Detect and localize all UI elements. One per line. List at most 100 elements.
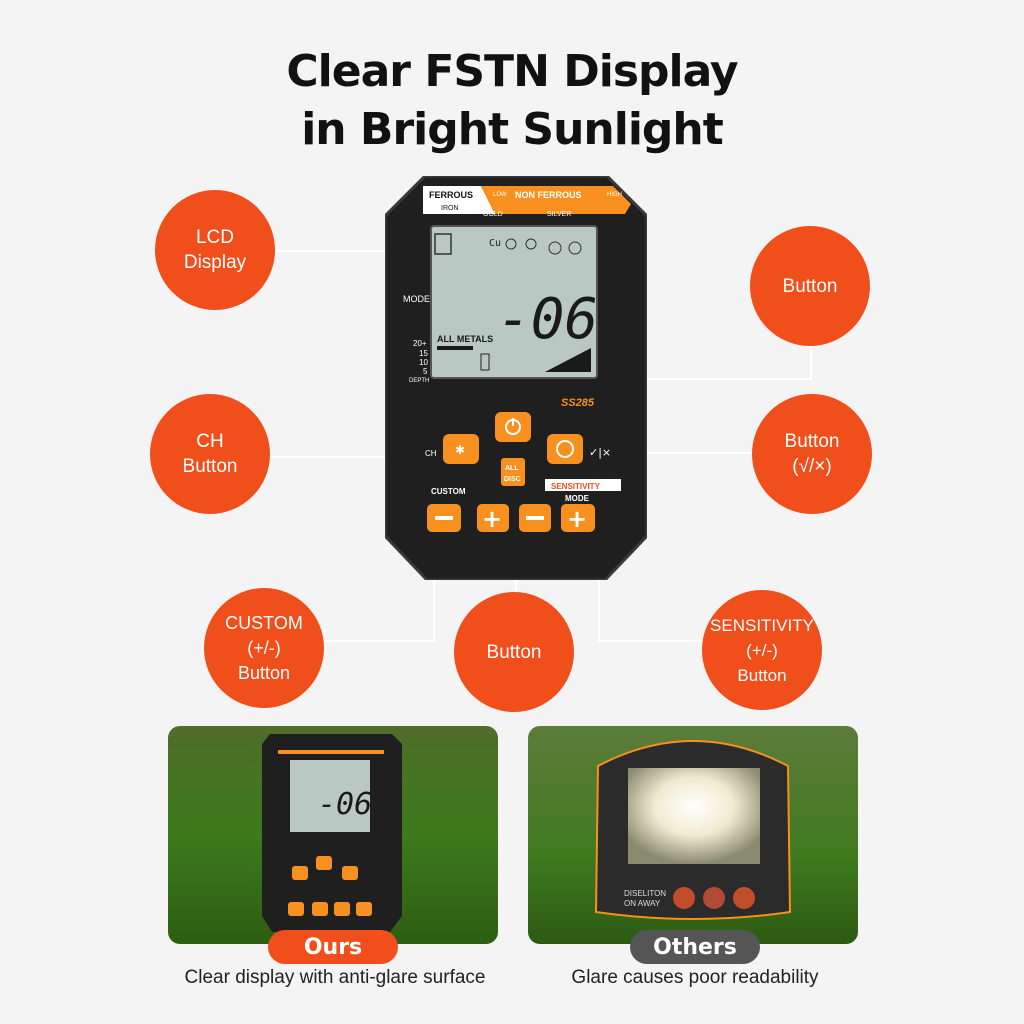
leader-sens-h (598, 640, 710, 642)
callout-ch-line2: Button (182, 456, 238, 477)
minus-icon (526, 516, 544, 520)
leader-check (580, 452, 755, 454)
callout-lcd-line2: Display (183, 252, 247, 273)
callout-custom-line3: Button (237, 662, 291, 683)
callout-top-button-line1: Button (782, 275, 838, 297)
callout-ch-button: CH Button (150, 394, 270, 514)
lcd-target-icon-2 (525, 238, 537, 250)
callout-lcd-display: LCD Display (155, 190, 275, 310)
headline-line-2: in Bright Sunlight (301, 104, 724, 155)
tag-ours: Ours (268, 930, 398, 964)
others-device-screen (628, 768, 760, 864)
callout-custom-button: CUSTOM (+/-) Button (204, 588, 324, 708)
bluetooth-icon: ✱ (455, 443, 465, 457)
callout-sensitivity-button: SENSITIVITY (+/-) Button (702, 590, 822, 710)
lcd-readout: -06 (497, 287, 598, 352)
others-power-button (733, 887, 755, 909)
photo-others: DISELITON ON AWAY (528, 726, 858, 944)
tag-others: Others (630, 930, 760, 964)
lcd-target-icon-3 (548, 241, 562, 255)
leader-custom-v (433, 522, 435, 642)
minus-icon (435, 516, 453, 520)
label-silver: SILVER (547, 211, 571, 218)
others-button-1 (673, 887, 695, 909)
leader-sens-v (598, 522, 600, 640)
sensitivity-plus-button[interactable] (561, 504, 595, 532)
custom-plus-button[interactable] (477, 504, 509, 532)
others-device-text2: ON AWAY (624, 899, 661, 908)
label-high: HIGH (607, 192, 622, 198)
headline-line-1: Clear FSTN Display (286, 46, 738, 97)
power-icon-stem (512, 418, 514, 426)
callout-check-line1: Button (784, 431, 840, 452)
lcd-coin-icon (434, 233, 452, 255)
lcd-all-metals: ALL METALS (437, 334, 493, 344)
callout-sens-line1: SENSITIVITY (710, 615, 814, 635)
callout-check-line2: (√/×) (792, 456, 832, 477)
lcd-depth-bar (437, 346, 473, 350)
label-low: LOW (493, 192, 507, 198)
small-sens-plus (356, 902, 372, 916)
power-button[interactable] (495, 412, 531, 442)
others-device-text1: DISELITON (624, 889, 666, 898)
small-device-header (278, 750, 384, 754)
callout-check-button: Button (√/×) (752, 394, 872, 514)
lcd-target-icon-4 (568, 241, 582, 255)
lcd-battery-icon (480, 353, 490, 371)
label-ferrous: FERROUS (429, 190, 473, 200)
crosshair-icon (556, 440, 574, 458)
label-non-ferrous: NON FERROUS (515, 190, 582, 200)
small-custom-plus (312, 902, 328, 916)
label-depth: DEPTH (409, 378, 429, 384)
lcd-screen (430, 225, 598, 379)
leader-lcd (248, 250, 438, 252)
label-all: ALL (505, 465, 519, 472)
callout-custom-line1: CUSTOM (225, 612, 303, 633)
callout-center-button: Button (454, 592, 574, 712)
small-custom-minus (288, 902, 304, 916)
depth-value-5: 5 (423, 367, 428, 376)
label-custom: CUSTOM (431, 487, 466, 496)
depth-value-15: 15 (419, 349, 428, 358)
label-ch: CH (425, 449, 437, 458)
caption-ours: Clear display with anti-glare surface (184, 967, 486, 988)
small-power-button (316, 856, 332, 870)
callout-custom-line2: (+/-) (247, 637, 281, 658)
caption-others: Glare causes poor readability (571, 967, 819, 988)
small-ch-button (292, 866, 308, 880)
callout-ch-line1: CH (196, 431, 224, 452)
small-sens-minus (334, 902, 350, 916)
all-disc-button[interactable] (501, 458, 525, 486)
ch-button[interactable] (443, 434, 479, 464)
lcd-signal-bars (545, 348, 591, 372)
label-disc: DISC (504, 476, 521, 483)
ferrous-label-plate (423, 186, 495, 214)
callout-lcd-line1: LCD (195, 227, 234, 248)
photo-ours-art: -06 (168, 726, 498, 944)
callout-top-button: Button (750, 226, 870, 346)
callout-center-line1: Button (486, 641, 542, 663)
metal-detector-control-box: FERROUS IRON LOW NON FERROUS HIGH GOLD S… (385, 176, 647, 580)
small-lcd-readout: -06 (318, 787, 372, 822)
check-cross-icon: ✓|× (589, 446, 611, 459)
pinpoint-check-button[interactable] (547, 434, 583, 464)
depth-value-20: 20+ (413, 339, 427, 348)
label-mode-bottom: MODE (565, 494, 590, 503)
leader-custom-h (298, 640, 435, 642)
label-gold: GOLD (483, 211, 503, 218)
non-ferrous-label-plate (481, 186, 631, 214)
leader-top-button-h (515, 378, 812, 380)
callout-sens-line3: Button (737, 665, 787, 685)
label-iron: IRON (441, 205, 459, 212)
lcd-target-icon-1 (505, 238, 517, 250)
others-button-2 (703, 887, 725, 909)
sensitivity-label-plate (545, 479, 621, 491)
leader-top-button-v (810, 330, 812, 380)
callout-sens-line2: (+/-) (746, 640, 778, 660)
plus-icon: + (482, 505, 502, 533)
photo-others-art: DISELITON ON AWAY (528, 726, 858, 944)
lcd-cu: Cu (489, 238, 501, 249)
label-mode-side: MODE (403, 294, 430, 304)
plus-icon: + (567, 505, 587, 533)
